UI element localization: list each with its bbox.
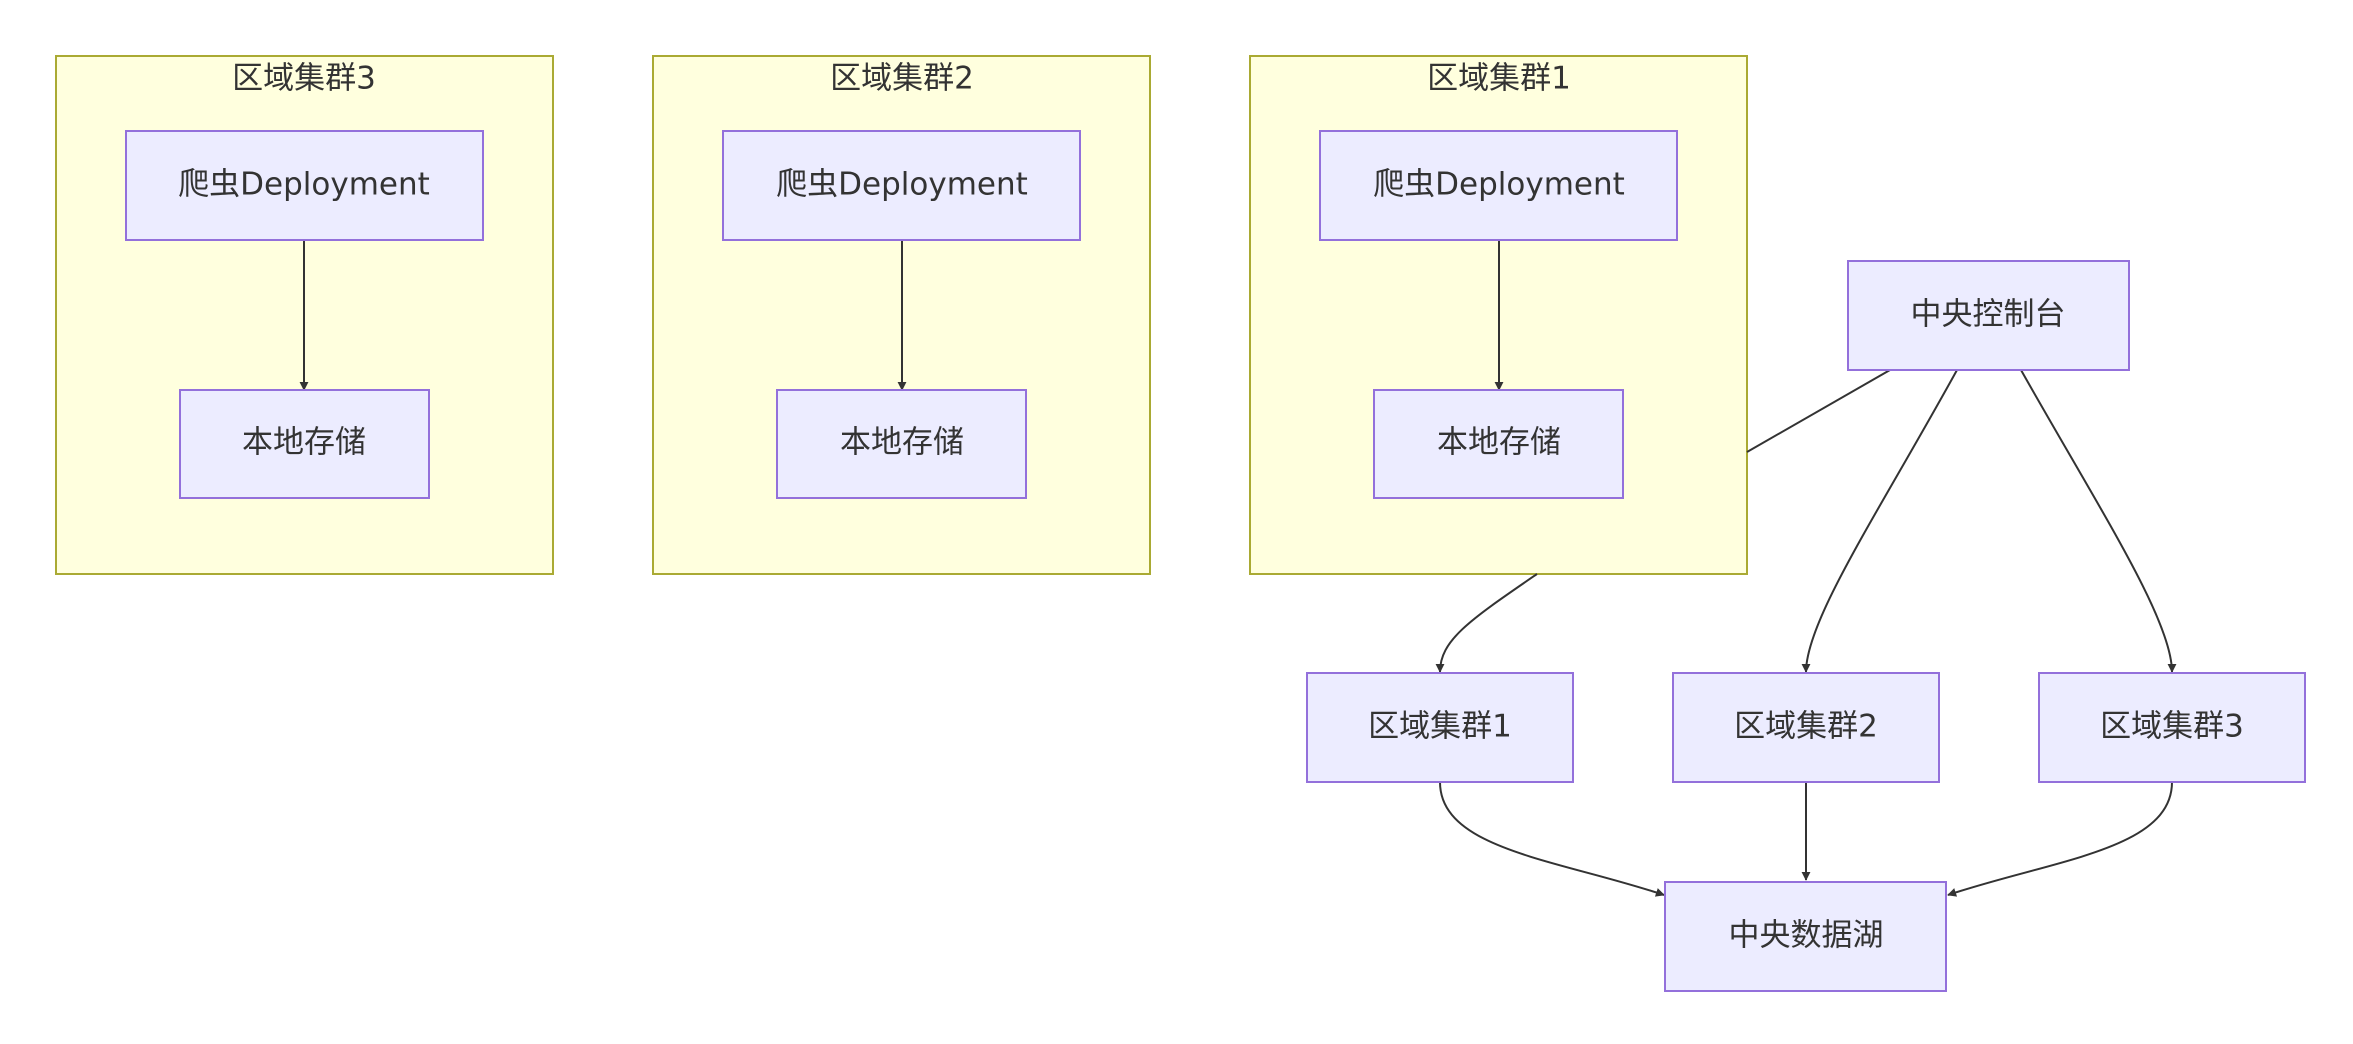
node-c2-deployment: 爬虫Deployment	[722, 130, 1081, 241]
node-region-3-label: 区域集群3	[2100, 709, 2244, 745]
node-central-console: 中央控制台	[1847, 260, 2130, 371]
node-central-datalake: 中央数据湖	[1664, 881, 1947, 992]
edge-region-3-to-datalake	[1947, 781, 2173, 897]
edge-console-to-region-2	[1801, 369, 1958, 673]
edge-console-to-region-3	[2020, 369, 2177, 673]
node-c2-storage-label: 本地存储	[840, 425, 964, 461]
node-c1-deployment-label: 爬虫Deployment	[1373, 167, 1625, 203]
edge-cluster-1-to-region-1	[1435, 573, 1538, 673]
cluster-region-2-title: 区域集群2	[830, 61, 974, 97]
edge-console-to-cluster-1	[1746, 369, 1891, 453]
node-region-1-label: 区域集群1	[1368, 709, 1512, 745]
node-c2-deployment-label: 爬虫Deployment	[776, 167, 1028, 203]
node-region-1: 区域集群1	[1306, 672, 1574, 783]
node-central-console-label: 中央控制台	[1911, 297, 2066, 333]
node-c3-deployment-label: 爬虫Deployment	[178, 167, 430, 203]
node-region-3: 区域集群3	[2038, 672, 2306, 783]
node-c1-storage: 本地存储	[1373, 389, 1624, 499]
cluster-region-3-title: 区域集群3	[232, 61, 376, 97]
edge-region-1-to-datalake	[1439, 781, 1665, 897]
node-c3-storage-label: 本地存储	[242, 425, 366, 461]
node-c3-storage: 本地存储	[179, 389, 430, 499]
node-region-2-label: 区域集群2	[1734, 709, 1878, 745]
node-c1-deployment: 爬虫Deployment	[1319, 130, 1678, 241]
node-c1-storage-label: 本地存储	[1437, 425, 1561, 461]
node-region-2: 区域集群2	[1672, 672, 1940, 783]
node-c3-deployment: 爬虫Deployment	[125, 130, 484, 241]
node-central-datalake-label: 中央数据湖	[1729, 918, 1884, 954]
cluster-region-1-title: 区域集群1	[1427, 61, 1571, 97]
node-c2-storage: 本地存储	[776, 389, 1027, 499]
